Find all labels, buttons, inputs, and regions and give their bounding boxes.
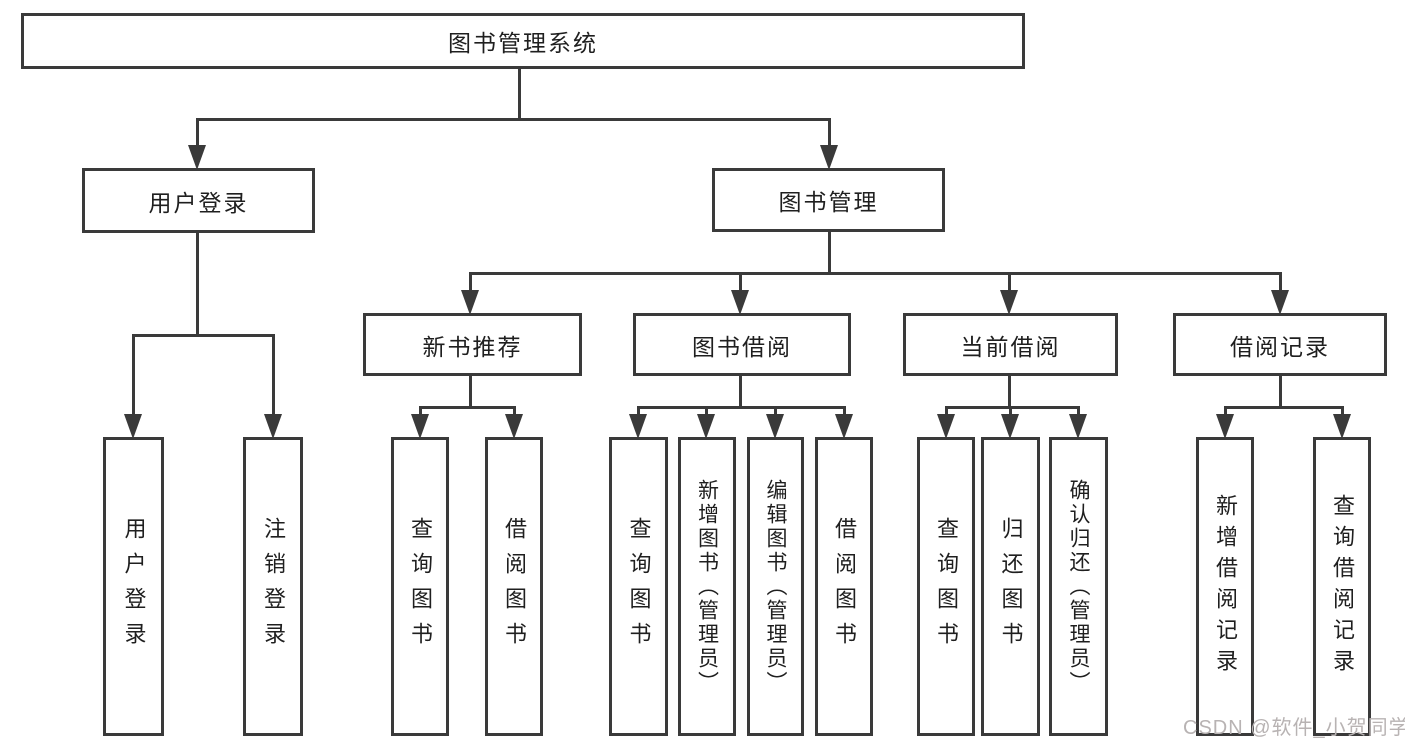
- arrowhead: [835, 414, 853, 439]
- arrowhead: [937, 414, 955, 439]
- arrowhead: [629, 414, 647, 439]
- connector-line: [469, 272, 472, 302]
- connector-line: [196, 118, 831, 121]
- arrowhead: [766, 414, 784, 439]
- connector-line: [518, 68, 521, 120]
- node-borrow-edit-books-admin: 编辑图书（管理员）: [747, 437, 804, 736]
- arrowhead: [1333, 414, 1351, 439]
- connector-line: [828, 231, 831, 275]
- node-root: 图书管理系统: [21, 13, 1025, 69]
- connector-line: [1008, 375, 1011, 409]
- node-records-add-record: 新增借阅记录: [1196, 437, 1254, 736]
- node-current-borrow: 当前借阅: [903, 313, 1118, 376]
- node-borrow-query-books: 查询图书: [609, 437, 668, 736]
- arrowhead: [411, 414, 429, 439]
- arrowhead: [188, 145, 206, 170]
- connector-line: [828, 118, 831, 158]
- connector-line: [945, 406, 1080, 409]
- arrowhead: [1216, 414, 1234, 439]
- connector-line: [469, 375, 472, 409]
- connector-line: [272, 334, 275, 419]
- connector-line: [469, 272, 1282, 275]
- node-user-login: 用户登录: [82, 168, 315, 233]
- node-borrow-records: 借阅记录: [1173, 313, 1387, 376]
- arrowhead: [264, 414, 282, 439]
- connector-line: [196, 232, 199, 337]
- connector-line: [637, 406, 846, 409]
- connector-line: [419, 406, 516, 409]
- connector-line: [739, 272, 742, 302]
- node-borrow-borrow-books: 借阅图书: [815, 437, 873, 736]
- connector-line: [132, 334, 275, 337]
- node-logout: 注销登录: [243, 437, 303, 736]
- arrowhead: [1000, 290, 1018, 315]
- node-records-query-record: 查询借阅记录: [1313, 437, 1371, 736]
- node-borrow-add-books-admin: 新增图书（管理员）: [678, 437, 736, 736]
- node-current-query-books: 查询图书: [917, 437, 975, 736]
- node-new-book-recommend: 新书推荐: [363, 313, 582, 376]
- arrowhead: [1001, 414, 1019, 439]
- arrowhead: [505, 414, 523, 439]
- arrowhead: [697, 414, 715, 439]
- arrowhead: [461, 290, 479, 315]
- connector-line: [1279, 272, 1282, 302]
- arrowhead: [1069, 414, 1087, 439]
- node-login: 用户登录: [103, 437, 164, 736]
- connector-line: [1224, 406, 1344, 409]
- arrowhead: [1271, 290, 1289, 315]
- connector-line: [1279, 375, 1282, 409]
- arrowhead: [124, 414, 142, 439]
- node-newrec-borrow-books: 借阅图书: [485, 437, 543, 736]
- node-book-borrow: 图书借阅: [633, 313, 851, 376]
- node-current-return-books: 归还图书: [981, 437, 1040, 736]
- connector-line: [132, 334, 135, 419]
- csdn-watermark: CSDN @软件_小贺同学: [1183, 717, 1405, 739]
- node-current-confirm-return-admin: 确认归还（管理员）: [1049, 437, 1108, 736]
- node-book-management: 图书管理: [712, 168, 945, 232]
- connector-line: [1008, 272, 1011, 302]
- connector-line: [739, 375, 742, 409]
- connector-line: [196, 118, 199, 158]
- arrowhead: [731, 290, 749, 315]
- arrowhead: [820, 145, 838, 170]
- node-newrec-query-books: 查询图书: [391, 437, 449, 736]
